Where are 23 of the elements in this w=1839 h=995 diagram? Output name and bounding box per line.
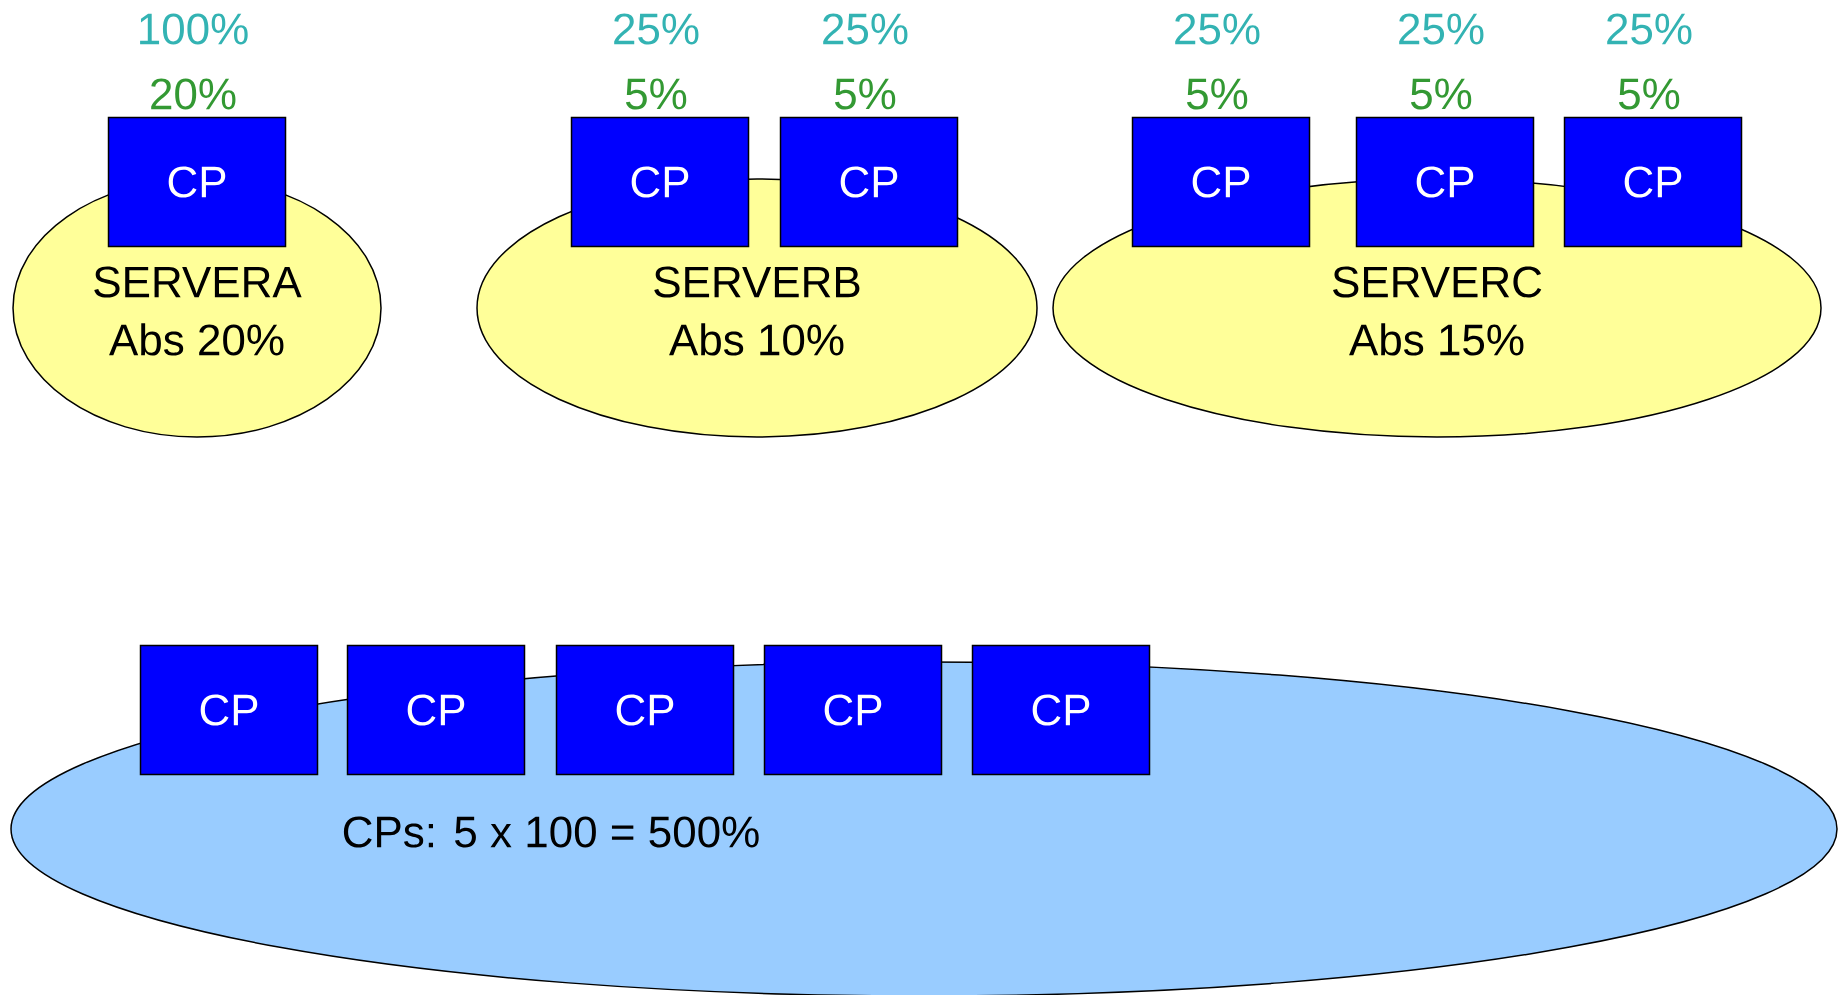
percent-label: 25% [1175,13,1260,45]
percent-label: 25% [614,13,699,45]
percent-label: 5% [1410,78,1472,110]
cp-box: CP [1355,116,1535,248]
percent-label: 20% [151,78,236,110]
cp-box: CP [1563,116,1743,248]
cp-box: CP [763,644,943,776]
percent-label: 5% [834,78,896,110]
cp-box: CP [570,116,750,248]
percent-label: 5% [1618,78,1680,110]
percent-label: 5% [1186,78,1248,110]
percent-label: 25% [1607,13,1692,45]
percent-label: 25% [1399,13,1484,45]
percent-label: 5% [625,78,687,110]
cp-box: CP [779,116,959,248]
cp-box: CP [971,644,1151,776]
cp-box: CP [555,644,735,776]
cp-box: CP [346,644,526,776]
cp-box: CP [107,116,287,248]
cp-box: CP [1131,116,1311,248]
cp-box: CP [139,644,319,776]
percent-label: 25% [823,13,908,45]
percent-label: 100% [140,13,248,45]
